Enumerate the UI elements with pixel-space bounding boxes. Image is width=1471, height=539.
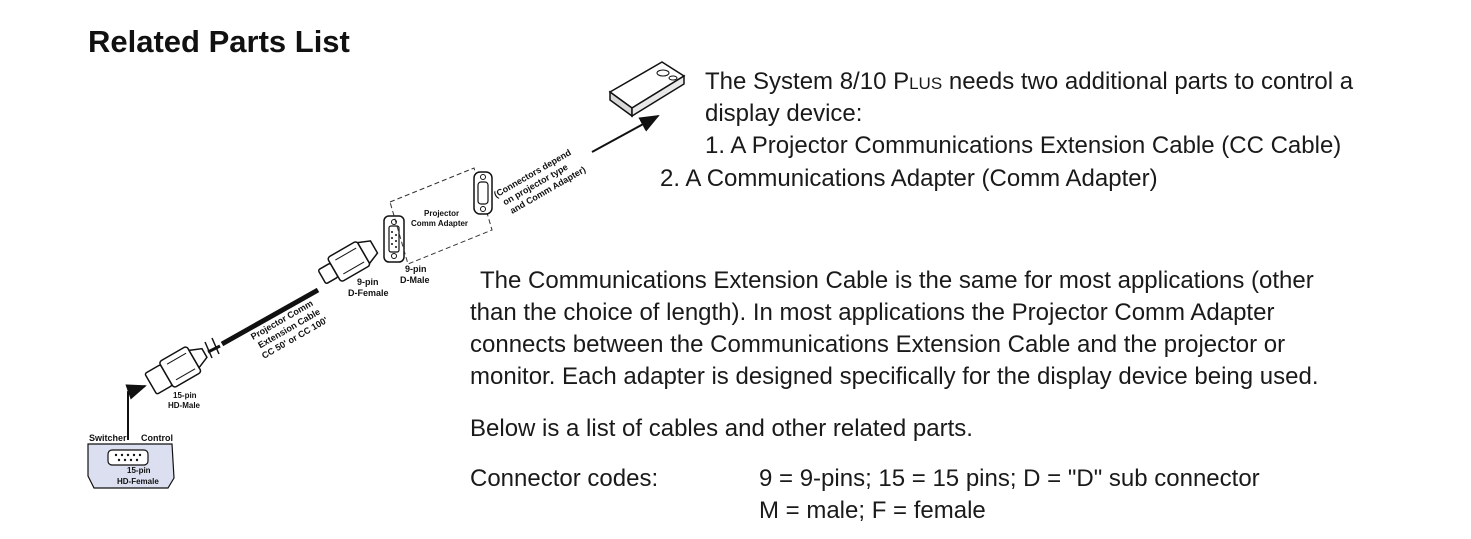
paragraph-line-2: than the choice of length). In most appl…	[470, 299, 1275, 326]
intro-line-2: display device:	[705, 100, 863, 127]
intro-line-1-suffix: needs two additional parts to control a	[942, 68, 1354, 95]
connection-arrow-icon	[125, 384, 147, 440]
intro-item-1: 1. A Projector Communications Extension …	[705, 132, 1342, 159]
extension-cable	[204, 287, 320, 359]
projector-side-connector-icon	[473, 171, 493, 215]
adapter-label-2: Comm Adapter	[411, 219, 468, 228]
adapter-label-1: Projector	[424, 209, 459, 218]
d-male-label-1: 9-pin	[405, 264, 427, 274]
page-title: Related Parts List	[88, 24, 350, 59]
connector-codes-line-1: 9 = 9-pins; 15 = 15 pins; D = "D" sub co…	[759, 465, 1260, 492]
paragraph-line-3: connects between the Communications Exte…	[470, 331, 1286, 358]
control-label: Control	[141, 433, 173, 443]
hd-male-label-2: HD-Male	[168, 401, 201, 410]
d-female-plug-icon	[318, 240, 379, 284]
d-female-label-2: D-Female	[348, 288, 389, 298]
hd-male-label-1: 15-pin	[173, 391, 197, 400]
paragraph-line-1: The Communications Extension Cable is th…	[480, 267, 1314, 294]
d-male-label-2: D-Male	[400, 275, 430, 285]
switcher-panel	[87, 443, 175, 489]
intro-line-1: The System 8/10 Plus needs two additiona…	[705, 66, 1353, 98]
cable-diagram: Switcher Control 15-pin HD-Female 15-pin…	[87, 61, 686, 489]
brand-plus: Plus	[893, 68, 943, 95]
d-female-label-1: 9-pin	[357, 277, 379, 287]
projector-arrow-icon	[591, 115, 660, 153]
projector-comm-adapter-box	[389, 167, 493, 265]
connector-codes-label: Connector codes:	[470, 465, 659, 492]
intro-item-2: 2. A Communications Adapter (Comm Adapte…	[660, 165, 1158, 192]
d-male-connector-icon	[383, 215, 405, 263]
hd-female-port-icon	[107, 449, 149, 466]
switcher-label: Switcher	[89, 433, 127, 443]
hd-male-plug-icon	[144, 346, 208, 395]
connector-codes-line-2: M = male; F = female	[759, 497, 986, 524]
projector-icon	[608, 61, 686, 118]
list-intro: Below is a list of cables and other rela…	[470, 415, 973, 442]
port-hd-label: HD-Female	[117, 477, 159, 486]
cable-break-icon	[204, 341, 213, 359]
port-15-label: 15-pin	[127, 466, 151, 475]
intro-line-1-prefix: The System 8/10	[705, 68, 894, 95]
paragraph-line-4: monitor. Each adapter is designed specif…	[470, 363, 1319, 390]
